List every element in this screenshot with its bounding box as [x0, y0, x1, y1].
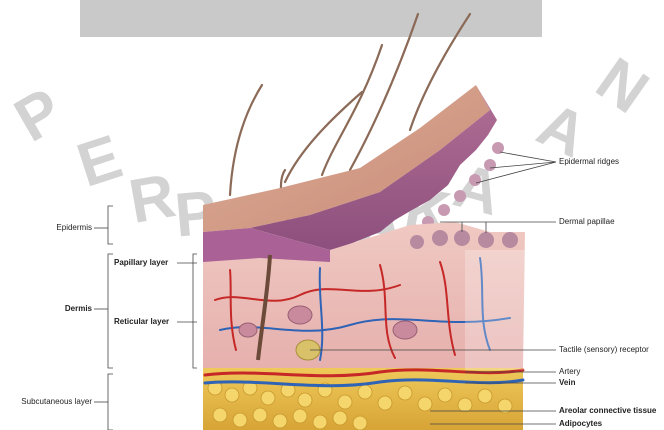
label-areolar-connective-tissue: Areolar connective tissue [559, 406, 656, 416]
label-epidermis: Epidermis [20, 223, 92, 233]
label-papillary-layer: Papillary layer [114, 258, 168, 268]
label-vein: Vein [559, 378, 575, 388]
label-reticular-layer: Reticular layer [114, 317, 169, 327]
illustration-overlay [465, 250, 525, 370]
label-tactile-receptor: Tactile (sensory) receptor [559, 345, 649, 355]
label-artery: Artery [559, 367, 580, 377]
label-subcutaneous-layer: Subcutaneous layer [2, 397, 92, 407]
label-epidermal-ridges: Epidermal ridges [559, 157, 619, 167]
label-dermal-papillae: Dermal papillae [559, 217, 615, 227]
label-dermis: Dermis [20, 304, 92, 314]
label-adipocytes: Adipocytes [559, 419, 602, 429]
